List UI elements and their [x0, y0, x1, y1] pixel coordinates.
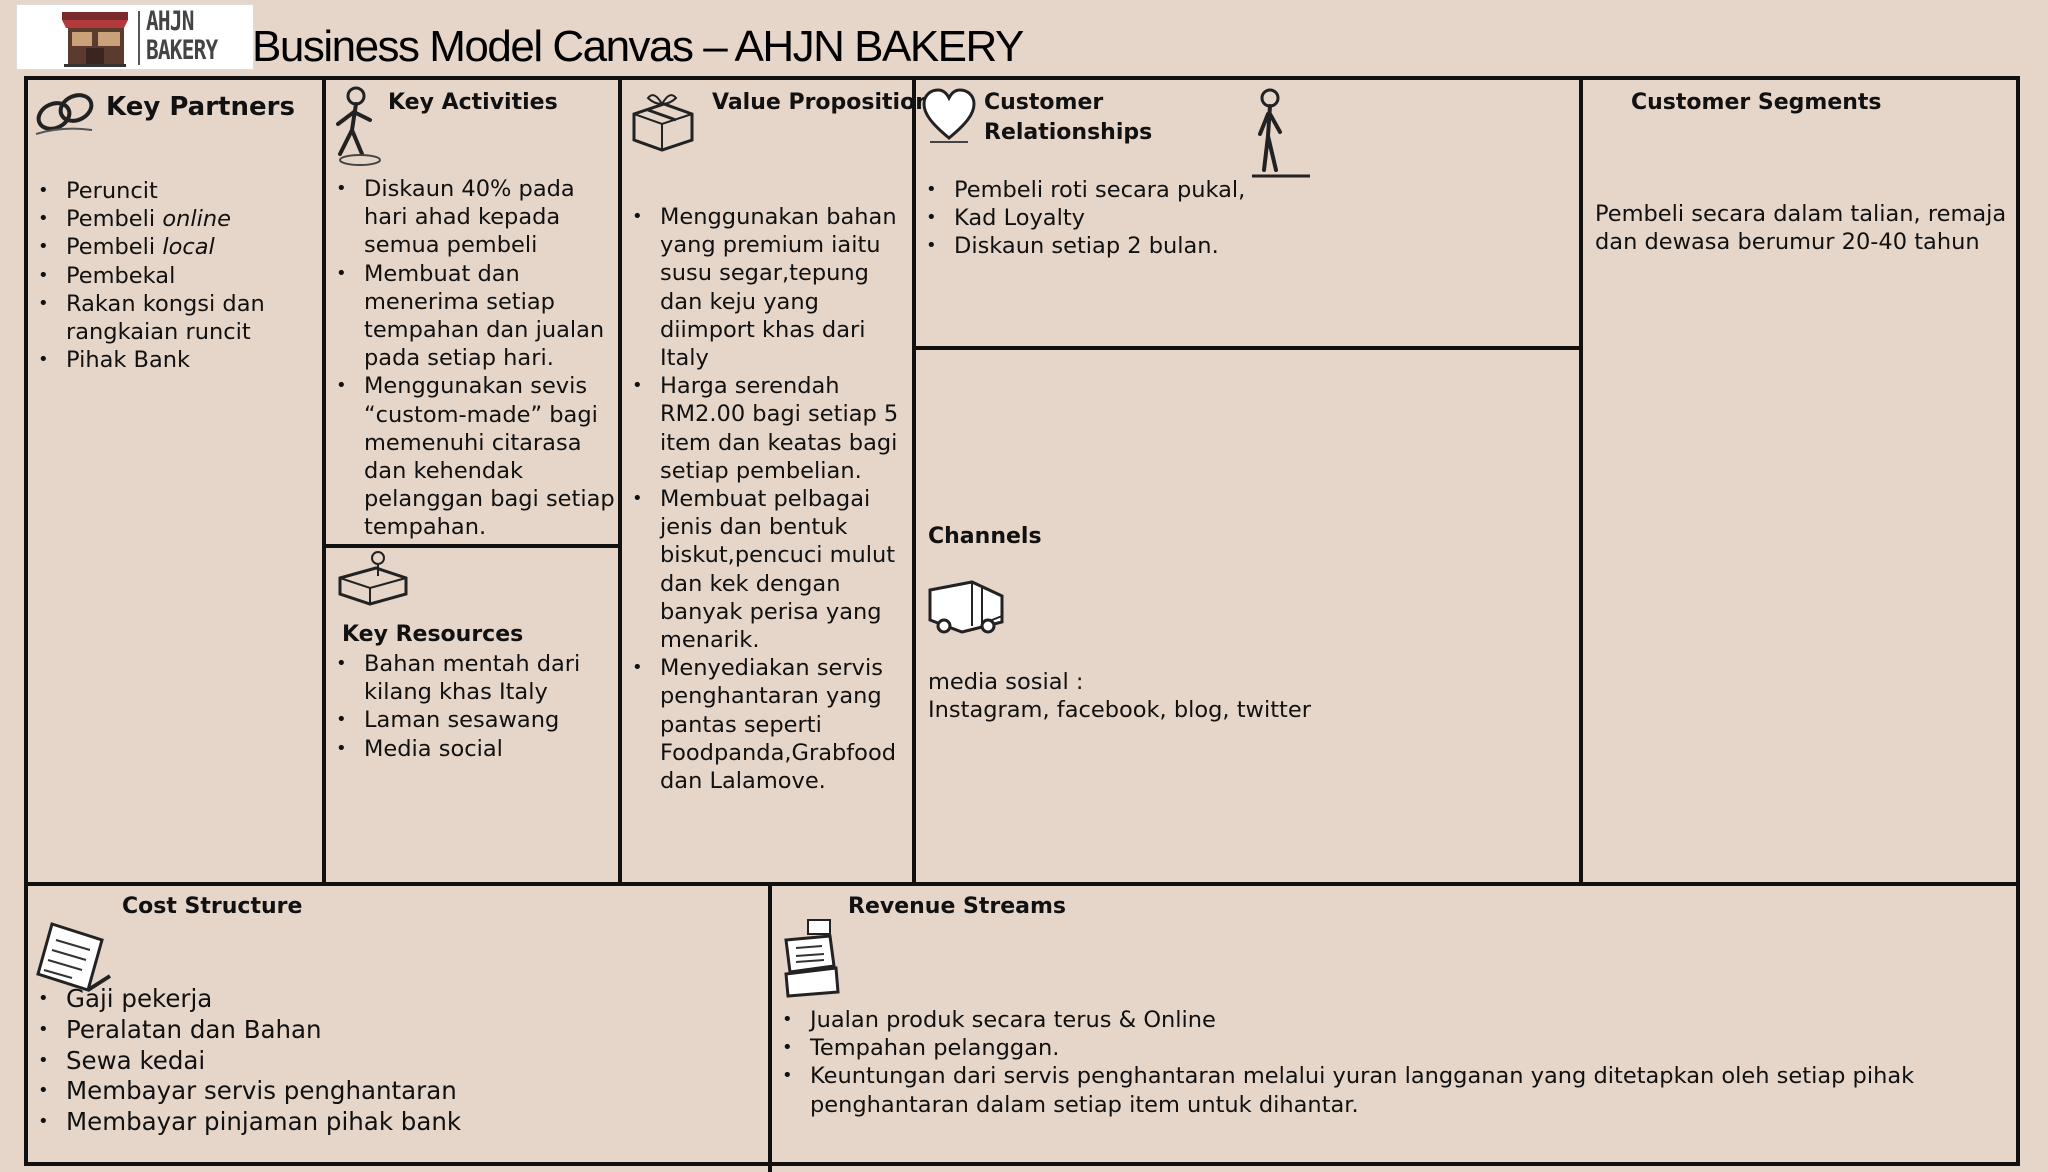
key-activities-section: Key Activities Diskaun 40% pada hari aha…	[326, 80, 618, 544]
list-item: Membayar pinjaman pihak bank	[32, 1107, 752, 1138]
business-model-canvas: Key Partners Peruncit Pembeli online Pem…	[24, 76, 2020, 1172]
list-item: Membayar servis penghantaran	[32, 1076, 752, 1107]
value-propositions-list: Menggunakan bahan yang premium iaitu sus…	[626, 203, 912, 795]
channels-heading: Channels	[928, 524, 1042, 549]
worker-icon	[330, 84, 382, 168]
list-item: Menyediakan servis penghantaran yang pan…	[626, 654, 912, 795]
list-item: Pembeli roti secara pukal,	[920, 176, 1570, 204]
channels-line1: media sosial :	[928, 669, 1084, 695]
divider-activities-value	[618, 80, 622, 884]
divider-cost-revenue	[768, 882, 772, 1172]
list-item: Kad Loyalty	[920, 204, 1570, 232]
logo-divider	[138, 11, 140, 65]
list-item: Peruncit	[32, 177, 312, 205]
key-activities-list: Diskaun 40% pada hari ahad kepada semua …	[330, 175, 616, 542]
customer-relationships-heading-line1: Customer	[984, 90, 1104, 115]
logo-text-line1: AHJN	[146, 6, 194, 37]
divider-relationships-segments	[1579, 80, 1583, 884]
cost-structure-heading: Cost Structure	[122, 894, 303, 919]
customer-relationships-heading-line2: Relationships	[984, 120, 1153, 145]
bakery-logo: AHJN BAKERY	[16, 4, 254, 70]
key-resources-heading: Key Resources	[342, 622, 524, 647]
list-item: Keuntungan dari servis penghantaran mela…	[776, 1062, 2016, 1118]
list-item: Diskaun setiap 2 bulan.	[920, 232, 1570, 260]
list-item: Diskaun 40% pada hari ahad kepada semua …	[330, 175, 616, 260]
divider-relationships-channels	[912, 346, 1583, 350]
customer-segments-section: Customer Segments Pembeli secara dalam t…	[1583, 80, 2020, 882]
list-item: Sewa kedai	[32, 1046, 752, 1077]
revenue-streams-list: Jualan produk secara terus & Online Temp…	[776, 1006, 2016, 1119]
bakery-shop-icon	[56, 10, 134, 68]
revenue-streams-heading: Revenue Streams	[848, 894, 1067, 919]
list-item: Bahan mentah dari kilang khas Italy	[330, 650, 616, 706]
value-propositions-section: Value Propositions Menggunakan bahan yan…	[622, 80, 944, 882]
key-partners-heading: Key Partners	[106, 92, 295, 122]
cost-structure-list: Gaji pekerja Peralatan dan Bahan Sewa ke…	[32, 984, 752, 1138]
list-item: Membuat dan menerima setiap tempahan dan…	[330, 260, 616, 373]
list-item: Menggunakan sevis “custom-made” bagi mem…	[330, 372, 616, 541]
list-item: Harga serendah RM2.00 bagi setiap 5 item…	[626, 372, 912, 485]
list-item: Menggunakan bahan yang premium iaitu sus…	[626, 203, 912, 372]
customer-segments-heading: Customer Segments	[1631, 90, 1882, 115]
list-item: Pihak Bank	[32, 346, 312, 374]
list-item: Peralatan dan Bahan	[32, 1015, 752, 1046]
divider-top-bottom	[28, 882, 2020, 886]
person-standing-icon	[1246, 86, 1316, 182]
divider-activities-resources	[322, 544, 622, 548]
heart-icon	[920, 86, 978, 146]
key-partners-section: Key Partners Peruncit Pembeli online Pem…	[28, 80, 322, 882]
page-title: Business Model Canvas – AHJN BAKERY	[252, 22, 1024, 71]
key-resources-list: Bahan mentah dari kilang khas Italy Lama…	[330, 650, 616, 763]
key-activities-heading: Key Activities	[388, 90, 558, 115]
value-propositions-heading: Value Propositions	[712, 90, 944, 115]
cash-register-icon	[778, 916, 842, 1000]
chain-links-icon	[32, 86, 102, 142]
delivery-truck-icon	[926, 576, 1006, 638]
logo-text-line2: BAKERY	[146, 35, 218, 66]
list-item: Media social	[330, 735, 616, 763]
customer-relationships-section: Customer Relationships Pembeli roti seca…	[916, 80, 1579, 346]
list-item: Pembeli local	[32, 233, 312, 261]
list-item: Membuat pelbagai jenis dan bentuk biskut…	[626, 485, 912, 654]
list-item: Laman sesawang	[330, 706, 616, 734]
list-item: Rakan kongsi dan rangkaian runcit	[32, 290, 312, 346]
gift-box-icon	[628, 86, 700, 156]
channels-line2: Instagram, facebook, blog, twitter	[928, 697, 1311, 723]
divider-value-relationships	[912, 80, 916, 884]
list-item: Pembeli online	[32, 205, 312, 233]
customer-relationships-list: Pembeli roti secara pukal, Kad Loyalty D…	[920, 176, 1570, 261]
divider-partners-activities	[322, 80, 326, 884]
list-item: Tempahan pelanggan.	[776, 1034, 2016, 1062]
list-item: Jualan produk secara terus & Online	[776, 1006, 2016, 1034]
key-partners-list: Peruncit Pembeli online Pembeli local Pe…	[32, 177, 312, 375]
list-item: Gaji pekerja	[32, 984, 752, 1015]
list-item: Pembekal	[32, 262, 312, 290]
cost-structure-section: Cost Structure Gaji pekerja Peralatan da…	[28, 886, 768, 1170]
key-resources-section: Key Resources Bahan mentah dari kilang k…	[326, 548, 618, 882]
revenue-streams-section: Revenue Streams Jualan produk secara ter…	[772, 886, 2020, 1170]
channels-section: Channels media sosial : Instagram, faceb…	[916, 350, 1579, 882]
logo-text: AHJN BAKERY	[146, 6, 218, 66]
customer-segments-text: Pembeli secara dalam talian, remaja dan …	[1595, 201, 2007, 256]
machinery-icon	[336, 548, 420, 606]
